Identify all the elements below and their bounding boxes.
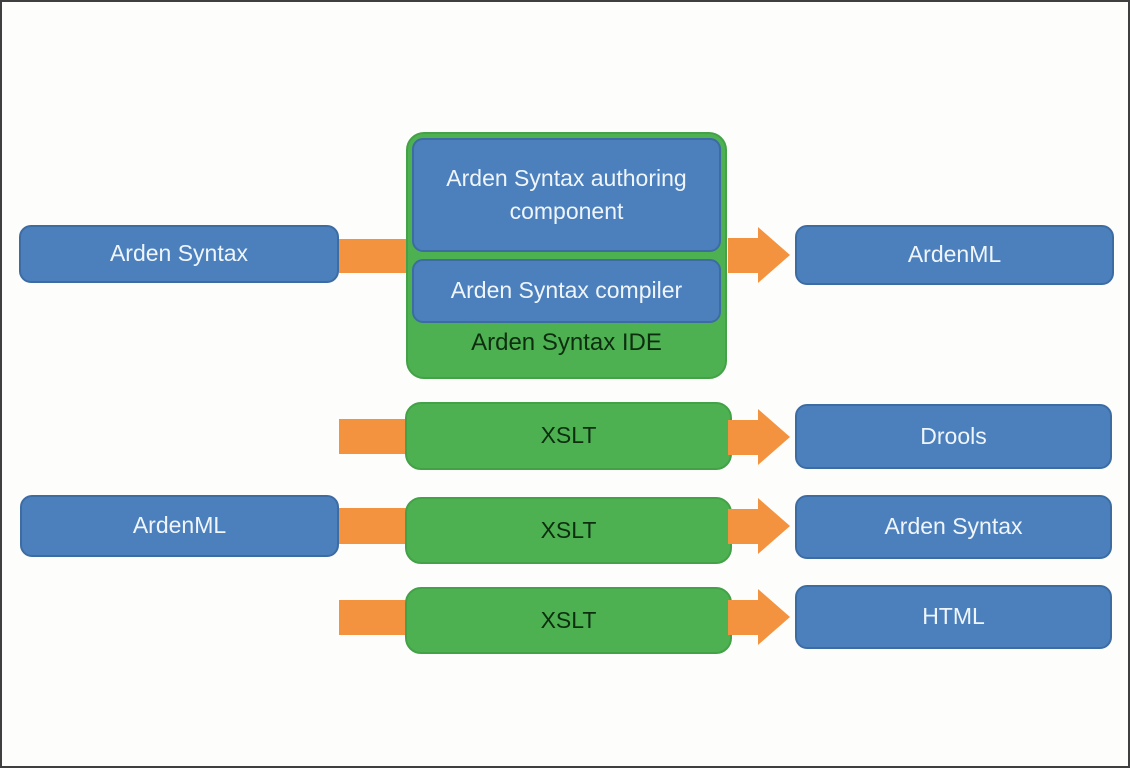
node-xslt-row3: XSLT: [405, 497, 732, 564]
flow-arrow-shaft: [728, 419, 758, 455]
node-xslt-row2: XSLT: [405, 402, 732, 470]
node-arden-syntax-source: Arden Syntax: [19, 225, 339, 283]
flow-connector-row4: [339, 600, 406, 635]
flow-arrow-head: [758, 498, 790, 554]
node-authoring-component: Arden Syntax authoring component: [412, 138, 721, 252]
group-arden-syntax-ide: Arden Syntax authoring component Arden S…: [406, 132, 727, 379]
flow-arrow-head: [758, 227, 790, 283]
flow-arrow-row2: [728, 409, 790, 465]
node-xslt-row4: XSLT: [405, 587, 732, 654]
node-arden-syntax-compiler: Arden Syntax compiler: [412, 259, 721, 323]
flow-connector-row2: [339, 419, 406, 454]
node-ardenml-source: ArdenML: [20, 495, 339, 557]
group-label-arden-syntax-ide: Arden Syntax IDE: [471, 329, 662, 356]
flow-arrow-shaft: [728, 508, 758, 544]
flow-arrow-row3: [728, 498, 790, 554]
flow-connector-row3: [339, 508, 406, 544]
flow-connector-row1: [339, 239, 406, 273]
node-arden-syntax-target: Arden Syntax: [795, 495, 1112, 559]
flow-arrow-row4: [728, 589, 790, 645]
node-ardenml-target: ArdenML: [795, 225, 1114, 285]
flow-arrow-shaft: [728, 599, 758, 635]
flow-arrow-shaft: [728, 237, 758, 273]
flow-arrow-head: [758, 409, 790, 465]
flow-arrow-row1: [728, 227, 790, 283]
flow-arrow-head: [758, 589, 790, 645]
node-drools-target: Drools: [795, 404, 1112, 469]
node-html-target: HTML: [795, 585, 1112, 649]
